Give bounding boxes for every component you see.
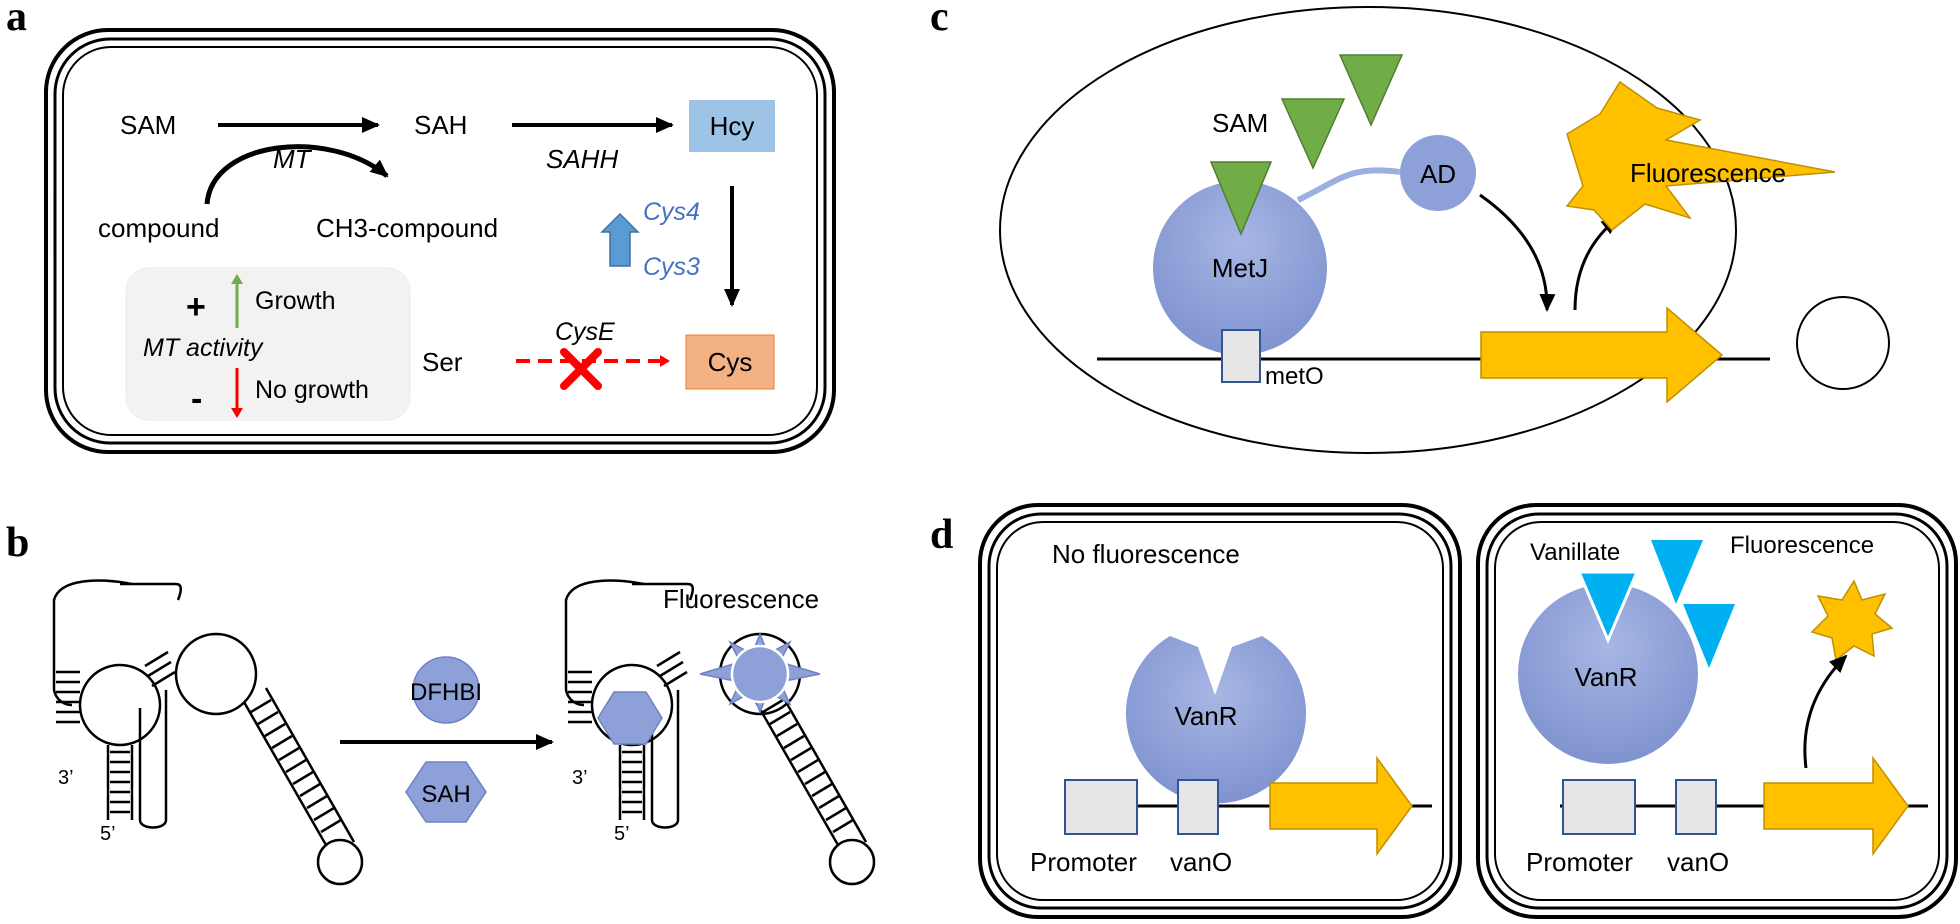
label-cys: Cys <box>708 347 753 377</box>
dfhbi-circle <box>412 656 480 724</box>
cell-ellipse <box>999 6 1737 454</box>
label-ad: AD <box>1420 159 1456 189</box>
vano-box-right <box>1675 779 1717 835</box>
panel-d: d No fluorescence VanR Promoter vanO Van… <box>930 503 1958 919</box>
fluorescence-star-d <box>1810 579 1894 662</box>
ad-domain <box>1400 135 1476 211</box>
label-sah-b: SAH <box>421 781 470 808</box>
panel-d-left-border-mid <box>987 512 1453 910</box>
label-3prime-left: 3’ <box>58 767 74 789</box>
label-5prime-right: 5’ <box>614 823 630 845</box>
meto-box <box>1221 329 1261 383</box>
activation-arrow <box>1479 193 1556 312</box>
fluorescence-star-c <box>1565 80 1836 232</box>
dfhbi-bound-circle <box>730 644 790 704</box>
panel-a-border-inner <box>62 46 818 436</box>
label-vanr-left: VanR <box>1174 701 1237 731</box>
panel-a-letter: a <box>6 0 27 40</box>
vanillate-triangle-1 <box>1651 540 1703 604</box>
label-no-growth: No growth <box>255 376 369 404</box>
sam-triangle-bound <box>1209 161 1273 236</box>
sah-hexagon <box>405 761 487 823</box>
label-sah: SAH <box>414 110 467 140</box>
promoter-box-right <box>1562 779 1636 835</box>
label-vanr-right: VanR <box>1574 662 1637 692</box>
blocked-cross-icon <box>560 348 602 390</box>
label-3prime-right: 3’ <box>572 767 588 789</box>
vanillate-triangle-2 <box>1683 604 1735 668</box>
label-fluorescence-d: Fluorescence <box>1730 532 1874 559</box>
linker <box>1296 167 1401 203</box>
plasmid-circle <box>1796 296 1890 390</box>
vanillate-triangle-bound <box>1576 570 1640 644</box>
vanr-protein-left <box>1126 636 1306 804</box>
panel-a-border-outer <box>44 28 836 454</box>
label-ser: Ser <box>422 347 463 377</box>
label-sahh: SAHH <box>546 144 618 174</box>
label-promoter-left: Promoter <box>1030 847 1137 877</box>
cys-upregulation-arrow-icon <box>600 212 640 267</box>
label-mt-activity: MT activity <box>143 334 264 362</box>
hcy-box <box>689 100 775 152</box>
label-fluorescence-b: Fluorescence <box>663 584 819 614</box>
label-vano-right: vanO <box>1667 847 1729 877</box>
reporter-gene-arrow-d-right <box>1763 755 1909 857</box>
panel-d-right-border-outer <box>1476 503 1958 919</box>
panel-c: c MetJ AD SAM metO Fluorescence <box>930 0 1890 454</box>
cys-box <box>685 334 775 390</box>
metj-protein <box>1153 181 1327 355</box>
panel-a: a SAM MT SAH SAHH Hcy compound CH3-compo… <box>6 0 836 454</box>
label-vanillate: Vanillate <box>1530 539 1620 566</box>
label-cys4: Cys4 <box>643 198 700 226</box>
label-vano-left: vanO <box>1170 847 1232 877</box>
panel-d-left-border-outer <box>978 503 1462 919</box>
vano-box-left <box>1177 779 1219 835</box>
label-5prime-left: 5’ <box>100 823 116 845</box>
label-plus: + <box>186 288 206 326</box>
expression-arrow-d <box>1803 654 1848 769</box>
label-fluorescence-c: Fluorescence <box>1630 158 1786 188</box>
label-no-fluorescence: No fluorescence <box>1052 539 1240 569</box>
panel-c-letter: c <box>930 0 949 40</box>
label-growth: Growth <box>255 287 336 315</box>
label-cyse: CysE <box>555 318 615 346</box>
label-meto: metO <box>1265 363 1324 390</box>
label-cys3: Cys3 <box>643 253 700 281</box>
label-ch3-compound: CH3-compound <box>316 213 498 243</box>
growth-legend-box <box>125 267 411 421</box>
label-metj: MetJ <box>1212 253 1268 283</box>
sam-triangle-2 <box>1338 54 1404 127</box>
label-promoter-right: Promoter <box>1526 847 1633 877</box>
label-minus: - <box>191 380 202 418</box>
panel-d-letter: d <box>930 512 953 558</box>
panel-d-right-border-mid <box>1485 512 1949 910</box>
rna-aptamer-left <box>52 579 364 886</box>
promoter-box-left <box>1064 779 1138 835</box>
label-hcy: Hcy <box>710 111 755 141</box>
arrow-methyl-transfer <box>204 144 389 205</box>
label-dfhbi: DFHBI <box>410 679 482 706</box>
sam-triangle-1 <box>1280 98 1346 170</box>
panel-d-left-border-inner <box>996 521 1444 901</box>
panel-b-letter: b <box>6 520 29 566</box>
expression-arrow-c <box>1573 216 1620 311</box>
vanr-protein-right <box>1518 584 1698 764</box>
panel-d-right-border-inner <box>1494 521 1940 901</box>
panel-b: b 3’ 5’ DFHBI SAH <box>6 520 876 886</box>
panel-a-border-mid <box>53 37 827 445</box>
label-sam: SAM <box>120 110 176 140</box>
label-compound: compound <box>98 213 219 243</box>
sah-bound-hexagon <box>597 691 663 745</box>
reporter-gene-arrow-d-left <box>1269 755 1413 857</box>
label-sam-c: SAM <box>1212 108 1268 138</box>
reporter-gene-arrow-c <box>1480 306 1724 404</box>
